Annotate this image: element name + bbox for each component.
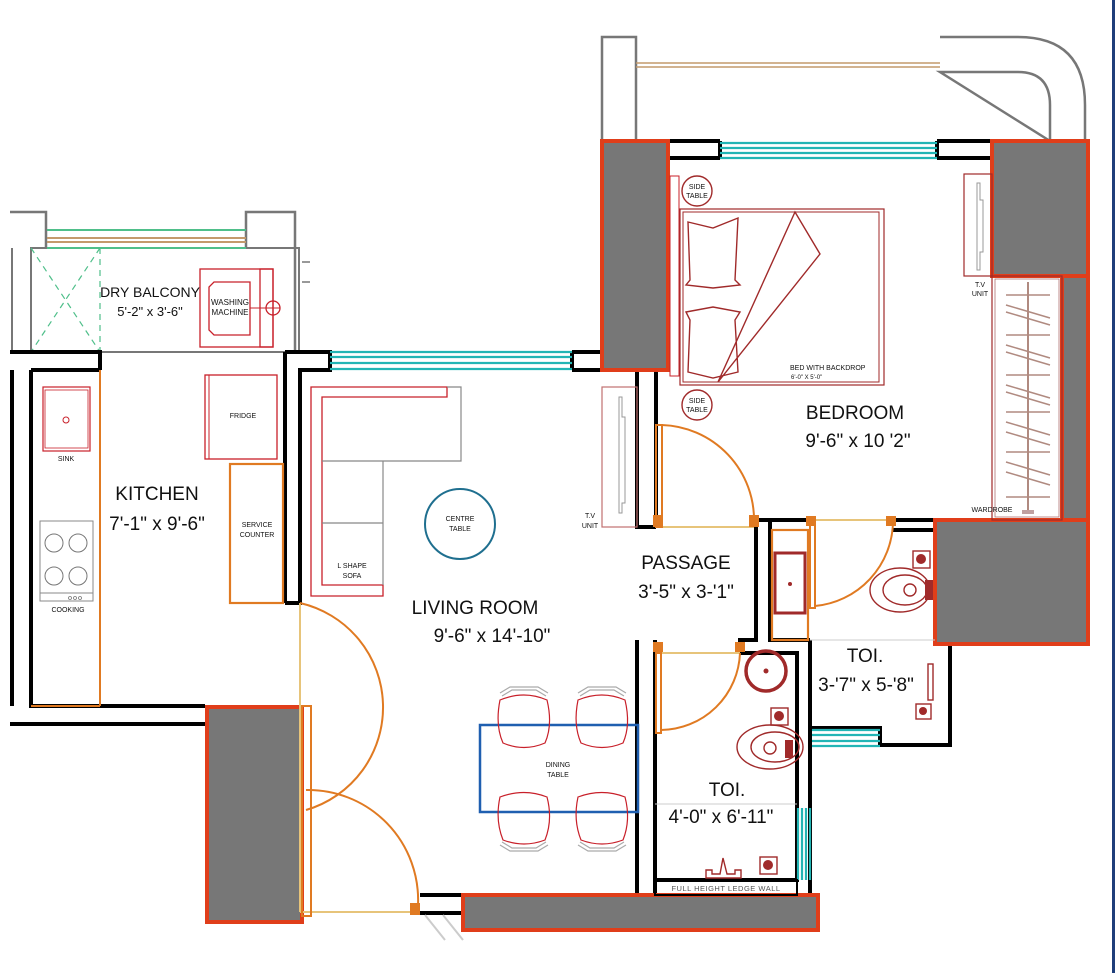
column-bedroom-left bbox=[600, 139, 670, 372]
tv-unit-bedroom bbox=[963, 173, 993, 277]
toilet2-fixtures bbox=[654, 639, 935, 896]
toilet1-name: TOI. bbox=[847, 646, 884, 667]
wc2-icon bbox=[736, 724, 804, 770]
passage-dims: 3'-5" x 3-'1" bbox=[638, 582, 734, 603]
cooking-label: COOKING bbox=[51, 607, 84, 614]
wardrobe-icon bbox=[991, 275, 1063, 521]
dining-set bbox=[478, 686, 640, 852]
dining-table-label-1: DINING bbox=[546, 762, 571, 769]
dry-balcony-dims: 5'-2" x 3'-6" bbox=[117, 304, 183, 319]
toilet1-dims: 3-'7" x 5-'8" bbox=[818, 675, 914, 696]
side-table-bottom-label-1: SIDE bbox=[689, 398, 706, 405]
column-bedroom-right-top bbox=[990, 139, 1090, 278]
centre-table-label-2: TABLE bbox=[449, 526, 471, 533]
service-counter-label-1: SERVICE bbox=[242, 522, 273, 529]
ledge-wall bbox=[654, 879, 798, 896]
doors[interactable] bbox=[299, 424, 896, 941]
l-shape-sofa bbox=[310, 386, 462, 597]
bedroom-name: BEDROOM bbox=[806, 403, 904, 424]
bedroom-door-swing bbox=[661, 424, 756, 523]
sofa-label-2: SOFA bbox=[343, 573, 362, 580]
tv-unit-living-label-1: T.V bbox=[585, 513, 595, 520]
dining-table-icon bbox=[478, 723, 640, 814]
tv-unit-living-label-2: UNIT bbox=[582, 523, 599, 530]
column-bottom bbox=[461, 893, 820, 932]
windows bbox=[330, 141, 937, 880]
centre-table-icon bbox=[424, 488, 496, 560]
side-table-top-icon bbox=[681, 175, 713, 207]
dry-balcony-name: DRY BALCONY bbox=[100, 284, 201, 300]
fridge-icon bbox=[204, 374, 278, 460]
sofa-label-1: L SHAPE bbox=[337, 563, 367, 570]
washing-machine-label-2: MACHINE bbox=[212, 308, 249, 317]
bed-label-1: BED WITH BACKDROP bbox=[790, 365, 866, 372]
fridge-label: FRIDGE bbox=[230, 413, 257, 420]
living-fixtures bbox=[310, 386, 640, 852]
washbasin-round-icon bbox=[744, 649, 788, 693]
side-table-top-label-1: SIDE bbox=[689, 184, 706, 191]
side-table-top-label-2: TABLE bbox=[686, 193, 708, 200]
frame-border-right bbox=[1112, 0, 1115, 973]
wardrobe-label: WARDROBE bbox=[972, 507, 1013, 514]
bedroom-balcony-outline bbox=[600, 35, 1087, 144]
dining-table-label-2: TABLE bbox=[547, 772, 569, 779]
service-counter-label-2: COUNTER bbox=[240, 532, 275, 539]
kitchen-fixtures bbox=[31, 268, 285, 707]
kitchen-name: KITCHEN bbox=[115, 484, 198, 505]
tap-icon bbox=[705, 857, 742, 879]
tv-unit-living bbox=[601, 386, 638, 528]
centre-table-label-1: CENTRE bbox=[446, 516, 475, 523]
side-table-bottom-label-2: TABLE bbox=[686, 407, 708, 414]
column-bedroom-right-mid bbox=[1060, 274, 1090, 522]
wc-icon bbox=[869, 567, 931, 613]
toilet2-name: TOI. bbox=[709, 780, 746, 801]
cooktop-icon bbox=[39, 520, 94, 602]
entry-door-swing bbox=[305, 788, 420, 906]
passage-name: PASSAGE bbox=[641, 553, 730, 574]
kitchen-dims: 7'-1" x 9'-6" bbox=[109, 514, 205, 535]
toilet2-door-swing bbox=[660, 652, 741, 731]
duct-cross-icon bbox=[30, 247, 101, 353]
toilet1-fixtures bbox=[770, 528, 934, 720]
labels: DRY BALCONY 5'-2" x 3'-6" WASHING MACHIN… bbox=[51, 184, 1012, 893]
toilet1-door-swing bbox=[814, 521, 894, 607]
column-toilet bbox=[933, 518, 1090, 646]
living-room-dims: 9'-6" x 14'-10" bbox=[434, 626, 551, 647]
washing-machine-label-1: WASHING bbox=[211, 298, 249, 307]
living-room-name: LIVING ROOM bbox=[412, 598, 539, 619]
washing-machine-icon bbox=[199, 268, 281, 348]
sink-icon bbox=[42, 386, 91, 452]
column-kitchen-entry bbox=[205, 705, 304, 924]
dry-balcony-outline bbox=[10, 210, 310, 353]
washbasin-icon bbox=[773, 551, 807, 615]
service-counter bbox=[228, 462, 285, 605]
bed-label-2: 6'-0" X 5'-0" bbox=[791, 375, 822, 381]
side-table-bottom-icon bbox=[681, 389, 713, 421]
tv-unit-bedroom-label-2: UNIT bbox=[972, 291, 989, 298]
main-door-swing bbox=[299, 602, 385, 811]
ledge-wall-label: FULL HEIGHT LEDGE WALL bbox=[671, 884, 780, 893]
bedroom-dims: 9'-6" x 10 '2" bbox=[805, 431, 910, 452]
bedroom-fixtures bbox=[669, 173, 1063, 521]
structural-columns bbox=[205, 139, 1090, 932]
toilet2-dims: 4'-0" x 6'-11" bbox=[669, 807, 774, 828]
bed-icon bbox=[679, 208, 885, 386]
sink-label: SINK bbox=[58, 456, 75, 463]
tv-unit-bedroom-label-1: T.V bbox=[975, 282, 985, 289]
